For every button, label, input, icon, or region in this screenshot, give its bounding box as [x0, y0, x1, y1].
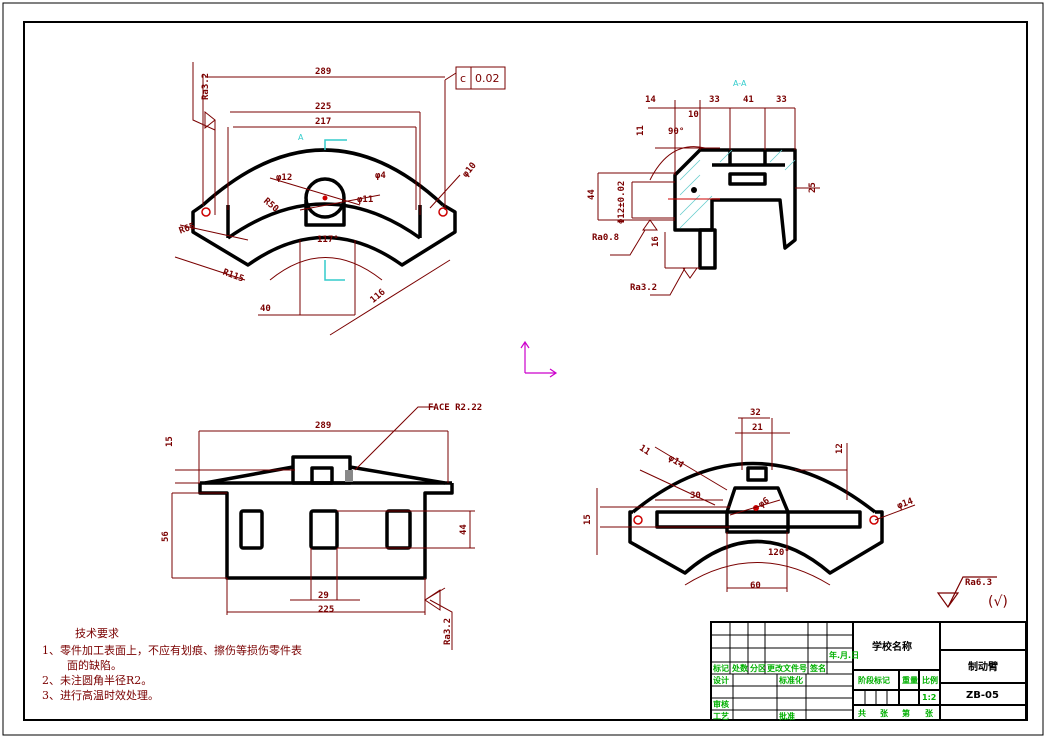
tb-sheets: 共: [858, 708, 866, 718]
dim-label: 21: [752, 423, 763, 433]
dim-label: Φ12±0.02: [617, 181, 627, 224]
dim-label: 60: [750, 581, 761, 591]
requirement-line: 面的缺陷。: [67, 658, 122, 672]
requirement-line: 2、未注圆角半径R2。: [42, 673, 152, 687]
tb-header: 分区: [750, 663, 766, 673]
dim-label: 56: [161, 531, 171, 542]
tb-header: 年.月.日: [829, 650, 859, 660]
dim-label: 16: [651, 236, 661, 247]
dim-label: φ12: [276, 173, 292, 183]
dim-label: 116: [369, 287, 388, 305]
tb-row-label: 标准化: [778, 675, 803, 685]
hole-right: [438, 207, 448, 217]
dim-label: R115: [221, 268, 245, 285]
tb-drawing-no: ZB-05: [966, 690, 999, 701]
dim-label: 15: [583, 514, 593, 525]
dim-label: 90°: [668, 127, 684, 137]
dim-label: φ4: [375, 171, 386, 181]
section-mark: A: [298, 133, 304, 142]
hole-left: [201, 207, 211, 217]
requirement-line: 3、进行高温时效处理。: [42, 688, 159, 702]
dim-label: Ra3.2: [443, 618, 453, 645]
dim-label: 11: [636, 125, 646, 136]
tb-header: 更改文件号: [767, 663, 807, 673]
dim-label: 40: [260, 304, 271, 314]
dim-label: φ14: [666, 453, 686, 471]
dim-label: 33: [709, 95, 720, 105]
roughness-symbol: Ra6.3 (√): [936, 576, 1008, 610]
dim-label: Ra3.2: [630, 283, 657, 293]
roughness-other: (√): [988, 594, 1008, 610]
roughness-value: Ra6.3: [965, 578, 992, 588]
tb-row-label: 工艺: [713, 711, 729, 721]
requirement-line: 1、零件加工表面上，不应有划痕、擦伤等损伤零件表: [42, 643, 302, 657]
dim-225: 225: [315, 102, 331, 112]
tb-scale: 1:2: [922, 693, 936, 702]
roughness-label: Ra3.2: [201, 73, 211, 100]
dim-label: 14: [645, 95, 656, 105]
tb-row-label: 审核: [713, 699, 729, 709]
dim-label: 30: [690, 491, 701, 501]
dim-label: 11: [637, 443, 652, 457]
tolerance-symbol: c: [460, 72, 466, 85]
dim-289: 289: [315, 67, 331, 77]
tb-sheets: 张: [925, 709, 934, 718]
tb-row-label: 批准: [779, 711, 795, 721]
dim-label: 120°: [768, 548, 790, 558]
tolerance-frame: c 0.02: [455, 66, 506, 90]
bottom-view: 32 21 11 φ14 30 12 φ6 φ14 120° 60 15: [583, 408, 916, 592]
dim-label: 33: [776, 95, 787, 105]
boss-circle: [304, 177, 346, 219]
face-note: FACE R2.22: [428, 403, 482, 413]
dim-label: 32: [750, 408, 761, 418]
tb-header: 签名: [809, 663, 826, 673]
technical-requirements: 技术要求 1、零件加工表面上，不应有划痕、擦伤等损伤零件表 面的缺陷。 2、未注…: [42, 627, 302, 702]
dim-label: Ra0.8: [592, 233, 619, 243]
front-view: 289 15 56 44 29 225 Ra3.2 FACE R2.22: [161, 403, 482, 650]
dim-label: 289: [315, 421, 331, 431]
tb-header: 标记: [712, 663, 729, 673]
dim-label: 44: [459, 524, 469, 535]
tb-weight: 重量: [902, 675, 918, 685]
dim-217: 217: [315, 117, 331, 127]
dim-label: 44: [587, 189, 597, 200]
tb-stage-mark: 阶段标记: [858, 675, 890, 685]
dim-label: 29: [318, 591, 329, 601]
tb-sheets: 第: [902, 708, 910, 718]
tolerance-value: 0.02: [475, 72, 500, 85]
drawing-frame: [23, 21, 1028, 721]
tb-part-name: 制动臂: [968, 660, 998, 673]
dim-label: φ11: [357, 195, 373, 205]
dim-label: 15: [165, 436, 175, 447]
title-block: 标记 处数 分区 更改文件号 签名 年.月.日 设计 标准化 审核 工艺 批准 …: [710, 621, 1027, 721]
requirements-title: 技术要求: [75, 627, 119, 640]
dim-label: 117°: [317, 235, 339, 245]
outer-arc: [201, 148, 445, 207]
tb-sheets: 张: [880, 709, 889, 718]
dim-label: 41: [743, 95, 754, 105]
ucs-icon: [520, 340, 558, 378]
tb-material: 学校名称: [872, 640, 912, 653]
dim-label: 225: [318, 605, 334, 615]
tb-header: 处数: [731, 663, 749, 673]
dim-label: 25: [808, 182, 818, 193]
tb-scale-label: 比例: [922, 675, 938, 685]
section-title: A-A: [733, 79, 747, 88]
dim-label: 12: [835, 443, 845, 454]
tb-row-label: 设计: [713, 675, 729, 685]
dim-label: φ6: [757, 496, 772, 510]
dim-label: φ10: [461, 161, 479, 180]
top-view: 289 225 217 Ra3.2 φ12 φ4 φ11 R50 φ10 R65…: [174, 62, 506, 336]
section-view: A-A 14 33 41 33 10 11 90° 44 Φ12±0.02 25…: [587, 79, 820, 296]
dim-label: φ14: [896, 496, 915, 511]
dim-label: 10: [688, 110, 699, 120]
